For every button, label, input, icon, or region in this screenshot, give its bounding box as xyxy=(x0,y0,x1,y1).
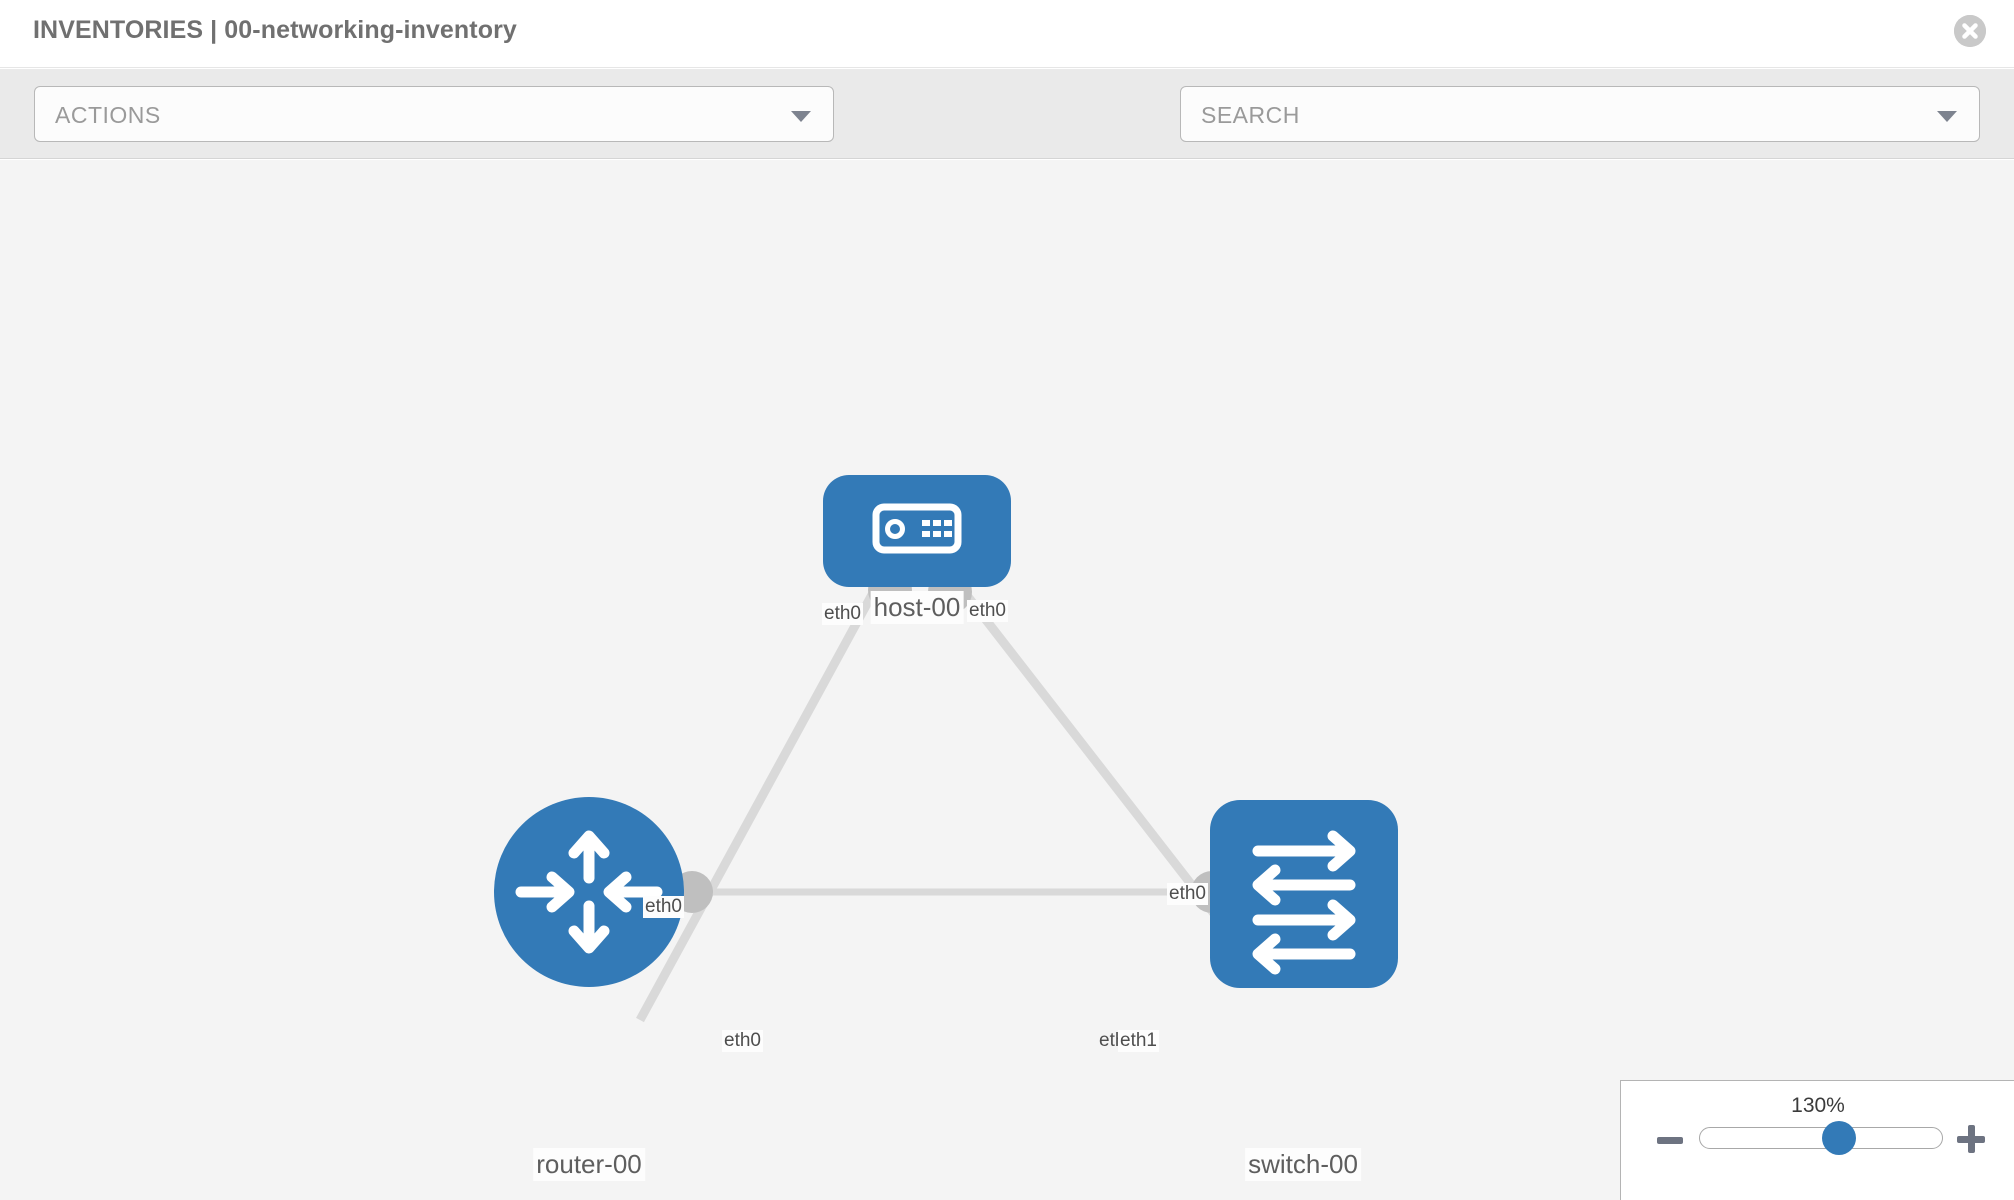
page-header: INVENTORIES | 00-networking-inventory xyxy=(0,0,2014,68)
node-label-router-00: router-00 xyxy=(533,1148,645,1181)
iface-label: eth0 xyxy=(643,896,684,918)
topology-connectors xyxy=(671,568,1262,972)
chevron-down-icon xyxy=(791,111,811,122)
topology-node-router-00 xyxy=(494,797,684,987)
zoom-out-button[interactable] xyxy=(1657,1137,1683,1144)
iface-label: eth0 xyxy=(722,1030,763,1052)
iface-label: eth1 xyxy=(1118,1030,1159,1052)
zoom-control-panel: 130% xyxy=(1620,1080,2014,1200)
node-label-switch-00: switch-00 xyxy=(1245,1148,1361,1181)
close-icon[interactable] xyxy=(1954,15,1986,47)
topology-links xyxy=(636,577,1254,1023)
iface-label: eth0 xyxy=(967,600,1008,622)
page-title: INVENTORIES | 00-networking-inventory xyxy=(33,16,517,44)
server-icon xyxy=(872,503,962,554)
zoom-slider-handle[interactable] xyxy=(1822,1121,1857,1155)
toolbar: ACTIONS SEARCH xyxy=(0,69,2014,197)
switch-arrows-icon xyxy=(1252,830,1356,975)
topology-node-switch-00 xyxy=(1210,800,1398,988)
search-input[interactable]: SEARCH xyxy=(1180,86,1980,142)
actions-dropdown[interactable]: ACTIONS xyxy=(34,86,834,142)
search-placeholder: SEARCH xyxy=(1201,102,1300,128)
zoom-slider[interactable] xyxy=(1699,1121,1943,1155)
node-label-host-00: host-00 xyxy=(870,591,964,624)
iface-label: eth0 xyxy=(1167,883,1208,905)
zoom-level-value: 130% xyxy=(1791,1094,1845,1117)
zoom-in-button[interactable] xyxy=(1957,1125,1985,1153)
topology-canvas[interactable]: eth0 eth0 eth0 eth0 eth0 eth0 eth1 host-… xyxy=(0,160,2014,1200)
router-arrows-icon xyxy=(515,830,663,954)
actions-dropdown-label: ACTIONS xyxy=(55,102,161,128)
iface-label: eth0 xyxy=(822,603,863,625)
topology-node-host-00 xyxy=(823,475,1011,587)
chevron-down-icon[interactable] xyxy=(1937,111,1957,122)
